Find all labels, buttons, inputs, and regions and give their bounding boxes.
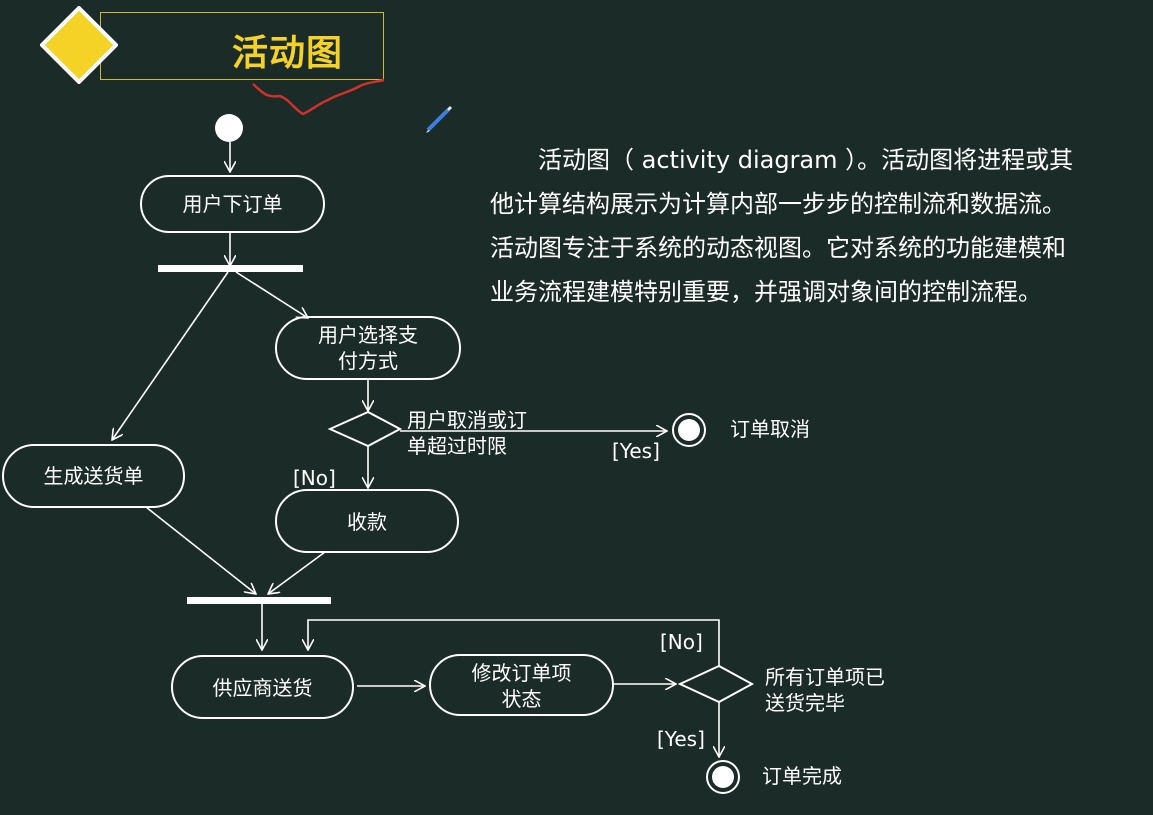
guard-cancel-no: [No] <box>293 466 336 490</box>
guard-shipped-yes: [Yes] <box>657 727 705 751</box>
label-choose-payment: 用户选择支 付方式 <box>276 322 460 374</box>
label-choose-payment-line1: 用户选择支 <box>318 323 418 347</box>
flow-loop-back <box>308 619 720 666</box>
label-update-status: 修改订单项 状态 <box>430 660 613 712</box>
description-text: 活动图（ activity diagram ）。活动图将进程或其 他计算结构展示… <box>490 138 1150 314</box>
fork-bar <box>158 265 303 272</box>
guard-shipped-no: [No] <box>660 630 703 654</box>
decision-cancel <box>327 410 403 448</box>
corner-fragment: · · ·· · · <box>985 0 1049 6</box>
title-box <box>100 12 384 80</box>
label-decision-shipped-line1: 所有订单项已 <box>765 665 885 689</box>
diamond-logo-icon <box>40 6 118 84</box>
join-bar <box>187 597 331 604</box>
flow-fork-to-delivery <box>112 271 229 440</box>
label-place-order: 用户下订单 <box>182 192 283 216</box>
label-order-complete: 订单完成 <box>762 764 842 788</box>
activity-delivery-note <box>2 444 185 508</box>
label-decision-cancel-line2: 单超过时限 <box>407 434 507 458</box>
label-update-status-line1: 修改订单项 <box>471 661 572 685</box>
pen-icon <box>426 105 453 133</box>
activity-update-status <box>429 654 614 716</box>
label-update-status-line2: 状态 <box>501 687 542 711</box>
description-line-3: 活动图专注于系统的动态视图。它对系统的功能建模和 <box>490 234 1066 262</box>
initial-node <box>215 114 243 142</box>
final-node-complete-outer <box>706 760 740 794</box>
final-node-complete-inner <box>712 766 734 788</box>
flow-fork-to-payment <box>235 271 308 318</box>
label-decision-shipped-line2: 送货完毕 <box>765 691 845 715</box>
label-order-cancelled: 订单取消 <box>730 417 810 441</box>
label-delivery-note: 生成送货单 <box>43 464 144 488</box>
label-decision-cancel-line1: 用户取消或订 <box>407 408 527 432</box>
label-decision-all-shipped: 所有订单项已 送货完毕 <box>765 664 885 716</box>
description-line-4: 业务流程建模特别重要，并强调对象间的控制流程。 <box>490 278 1042 306</box>
red-underline-scribble <box>252 78 385 116</box>
activity-supplier-ship <box>171 655 354 719</box>
description-line-2: 他计算结构展示为计算内部一步步的控制流和数据流。 <box>490 190 1066 218</box>
final-node-cancel-inner <box>678 419 700 441</box>
activity-place-order <box>140 175 325 233</box>
final-node-cancel-outer <box>672 413 706 447</box>
description-line-1: 活动图（ activity diagram ）。活动图将进程或其 <box>538 146 1074 174</box>
label-decision-cancel: 用户取消或订 单超过时限 <box>407 407 527 459</box>
activity-collect-payment <box>275 489 459 553</box>
label-collect-payment: 收款 <box>347 510 387 534</box>
label-choose-payment-line2: 付方式 <box>338 349 398 373</box>
flow-delivery-to-join <box>145 506 256 594</box>
label-supplier-ship: 供应商送货 <box>212 676 313 700</box>
page-title: 活动图 <box>232 33 344 74</box>
flow-payment-to-join <box>268 551 326 594</box>
guard-cancel-yes: [Yes] <box>612 439 660 463</box>
decision-all-shipped <box>677 664 755 704</box>
